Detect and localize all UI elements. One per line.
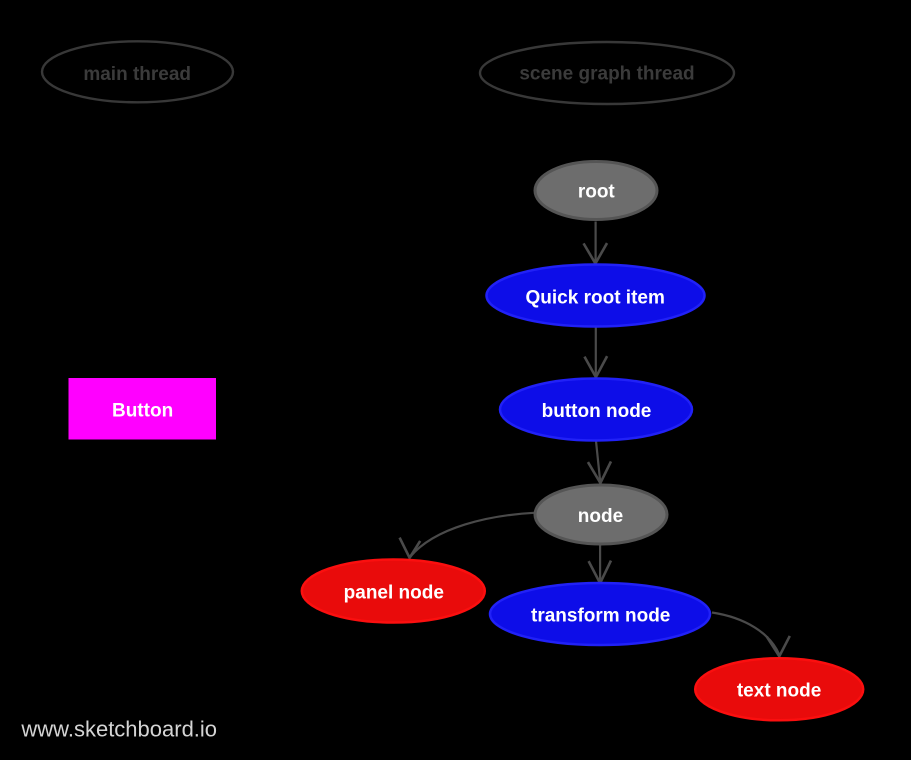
svg-text:button node: button node (542, 401, 652, 422)
svg-text:Quick root item: Quick root item (526, 288, 665, 309)
svg-text:main thread: main thread (83, 64, 191, 85)
svg-text:root: root (578, 182, 616, 203)
svg-text:node: node (578, 506, 623, 527)
svg-text:Button: Button (112, 401, 173, 422)
svg-text:scene graph thread: scene graph thread (519, 64, 694, 85)
svg-text:panel node: panel node (344, 583, 444, 604)
svg-text:text node: text node (737, 681, 821, 702)
svg-text:www.sketchboard.io: www.sketchboard.io (20, 717, 217, 742)
svg-text:transform node: transform node (531, 606, 670, 627)
